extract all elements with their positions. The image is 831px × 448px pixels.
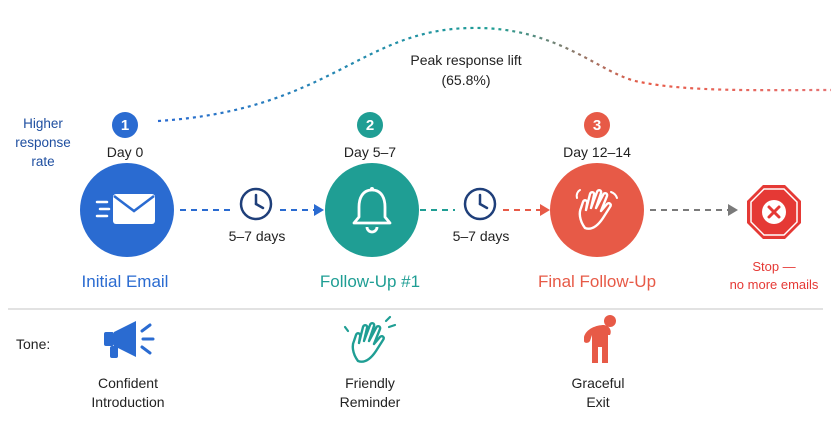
- axis-label: Higher response rate: [15, 116, 71, 169]
- peak-label-line2: (65.8%): [441, 72, 491, 88]
- wait-2-label: 5–7 days: [452, 228, 510, 244]
- wait-2: [460, 184, 500, 224]
- envelope-icon: [95, 194, 155, 224]
- connector-arrowhead: [728, 204, 738, 216]
- tone-1-line1: Confident: [98, 375, 158, 391]
- waving-hand-icon: [575, 189, 618, 230]
- tone-3-text: Graceful Exit: [572, 374, 625, 412]
- megaphone-icon: [104, 321, 155, 358]
- response-curve: [157, 26, 831, 123]
- stage-3-day: Day 12–14: [563, 144, 631, 160]
- tone-2-text: Friendly Reminder: [340, 374, 401, 412]
- stop-label-line2: no more emails: [729, 277, 819, 292]
- tone-1-icon-wrap: [98, 316, 158, 364]
- stop-label: Stop — no more emails: [730, 258, 819, 294]
- stage-2-badge: 2: [357, 112, 383, 138]
- stage-1-title: Initial Email: [81, 272, 169, 291]
- bowing-person-icon: [584, 315, 616, 363]
- tone-1-text: Confident Introduction: [91, 374, 164, 412]
- tone-label: Tone:: [16, 336, 51, 352]
- stage-1-badge: 1: [112, 112, 138, 138]
- tone-2-icon-wrap: [340, 314, 400, 366]
- peak-label: Peak response lift (65.8%): [410, 50, 521, 90]
- stop-sign: [744, 182, 804, 242]
- stage-1-circle: [80, 163, 174, 257]
- clock-icon: [463, 187, 497, 221]
- peak-label-line1: Peak response lift: [410, 52, 522, 68]
- stage-3-badge: 3: [584, 112, 610, 138]
- stop-sign-icon: [747, 185, 801, 239]
- clock-icon: [239, 187, 273, 221]
- stage-1-day: Day 0: [106, 144, 144, 160]
- stop-label-line1: Stop —: [752, 259, 796, 274]
- bell-icon: [352, 187, 392, 234]
- connector-arrowhead: [540, 204, 550, 216]
- tone-3-line2: Exit: [586, 394, 610, 410]
- stage-2-day: Day 5–7: [343, 144, 397, 160]
- stage-2-title: Follow-Up #1: [319, 272, 421, 291]
- connector-arrowhead: [314, 204, 324, 216]
- wait-1-label: 5–7 days: [228, 228, 286, 244]
- tone-1-line2: Introduction: [91, 394, 165, 410]
- tone-3-line1: Graceful: [571, 375, 625, 391]
- wait-1: [236, 184, 276, 224]
- stage-2-circle: [325, 163, 419, 257]
- hand-wave-icon: [343, 315, 397, 363]
- tone-2-line1: Friendly: [345, 375, 395, 391]
- stage-3-circle: [550, 163, 644, 257]
- tone-3-icon-wrap: [572, 310, 624, 368]
- stage-3-title: Final Follow-Up: [537, 272, 657, 291]
- tone-2-line2: Reminder: [339, 394, 401, 410]
